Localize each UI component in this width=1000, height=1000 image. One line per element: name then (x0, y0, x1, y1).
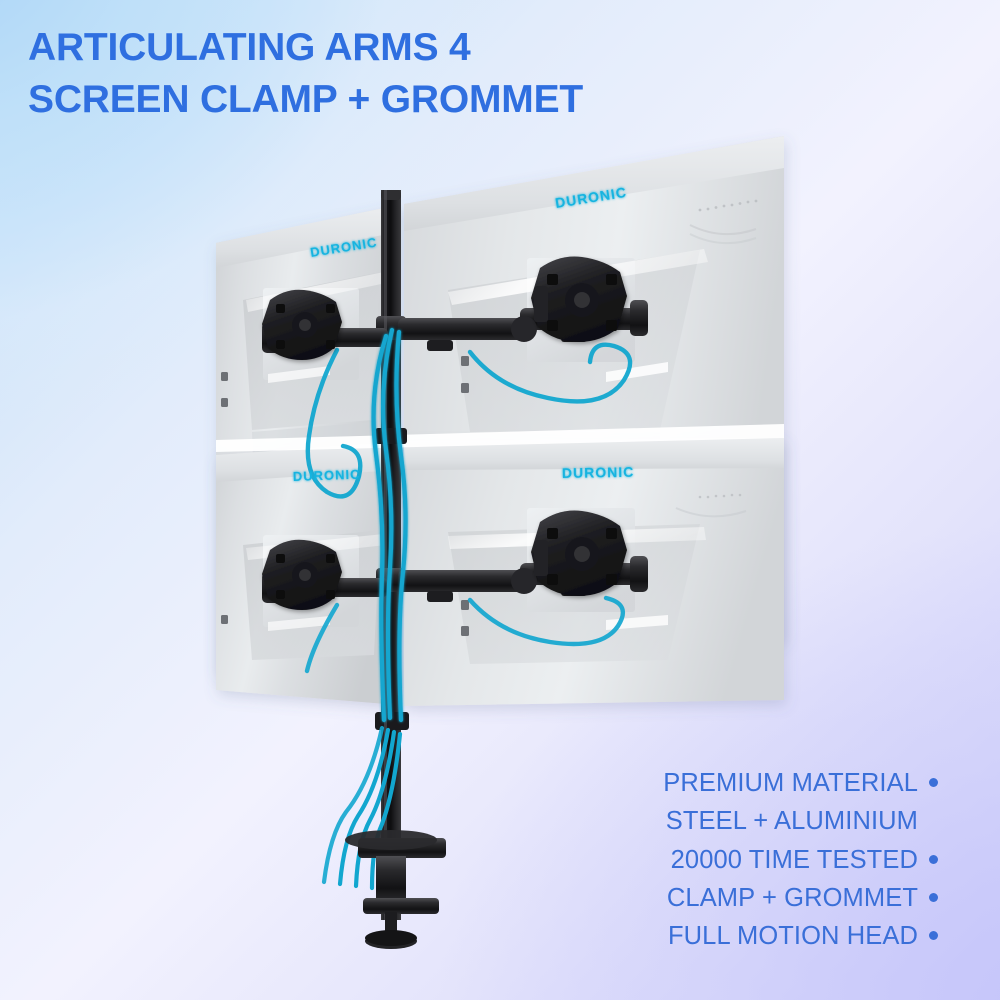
brand-logo-lower-left: DURONIC (293, 467, 361, 484)
row-seam-highlight (216, 424, 784, 452)
cable-bundle-bottom (321, 725, 403, 891)
vesa-head-lower-right (531, 510, 627, 596)
bullet-icon (929, 778, 938, 788)
clamp-bottom-jaw (363, 898, 439, 914)
clamp-base (345, 830, 446, 949)
feature-label: STEEL + ALUMINIUM (665, 807, 918, 836)
feature-label: 20000 TIME TESTED (670, 845, 918, 874)
arm-joint-lower (511, 568, 537, 594)
cable-group-pole (371, 327, 408, 723)
title-line-2: SCREEN CLAMP + GROMMET (28, 77, 584, 121)
arm-assembly-upper (262, 256, 648, 360)
brand-logo-lower-right: DURONIC (562, 464, 635, 481)
arm-right-lower-inner (398, 570, 526, 592)
feature-item: FULL MOTION HEAD (663, 920, 938, 953)
vesa-head-lower-left (262, 539, 342, 610)
feature-label: PREMIUM MATERIAL (663, 769, 918, 798)
page-title: ARTICULATING ARMS 4 SCREEN CLAMP + GROMM… (28, 22, 728, 126)
arm-joint-upper (511, 316, 537, 342)
feature-item: STEEL + ALUMINIUM (663, 805, 938, 838)
arm-assembly-lower (262, 510, 648, 610)
arm-right-upper-inner (398, 318, 526, 340)
cable-clip-1 (375, 428, 407, 444)
feature-item: PREMIUM MATERIAL (663, 767, 938, 800)
bullet-icon (929, 930, 938, 940)
bullet-icon (929, 854, 938, 864)
cable-group-back (304, 342, 633, 674)
vesa-head-upper-left (262, 289, 342, 360)
bullet-icon (929, 892, 938, 902)
title-line-1: ARTICULATING ARMS 4 (28, 26, 471, 69)
feature-label: FULL MOTION HEAD (667, 921, 918, 950)
feature-item: 20000 TIME TESTED (663, 844, 938, 877)
feature-list: PREMIUM MATERIAL STEEL + ALUMINIUM 20000… (663, 767, 938, 958)
vesa-head-upper-right (531, 256, 627, 342)
feature-item: CLAMP + GROMMET (663, 882, 938, 915)
feature-label: CLAMP + GROMMET (666, 883, 918, 912)
